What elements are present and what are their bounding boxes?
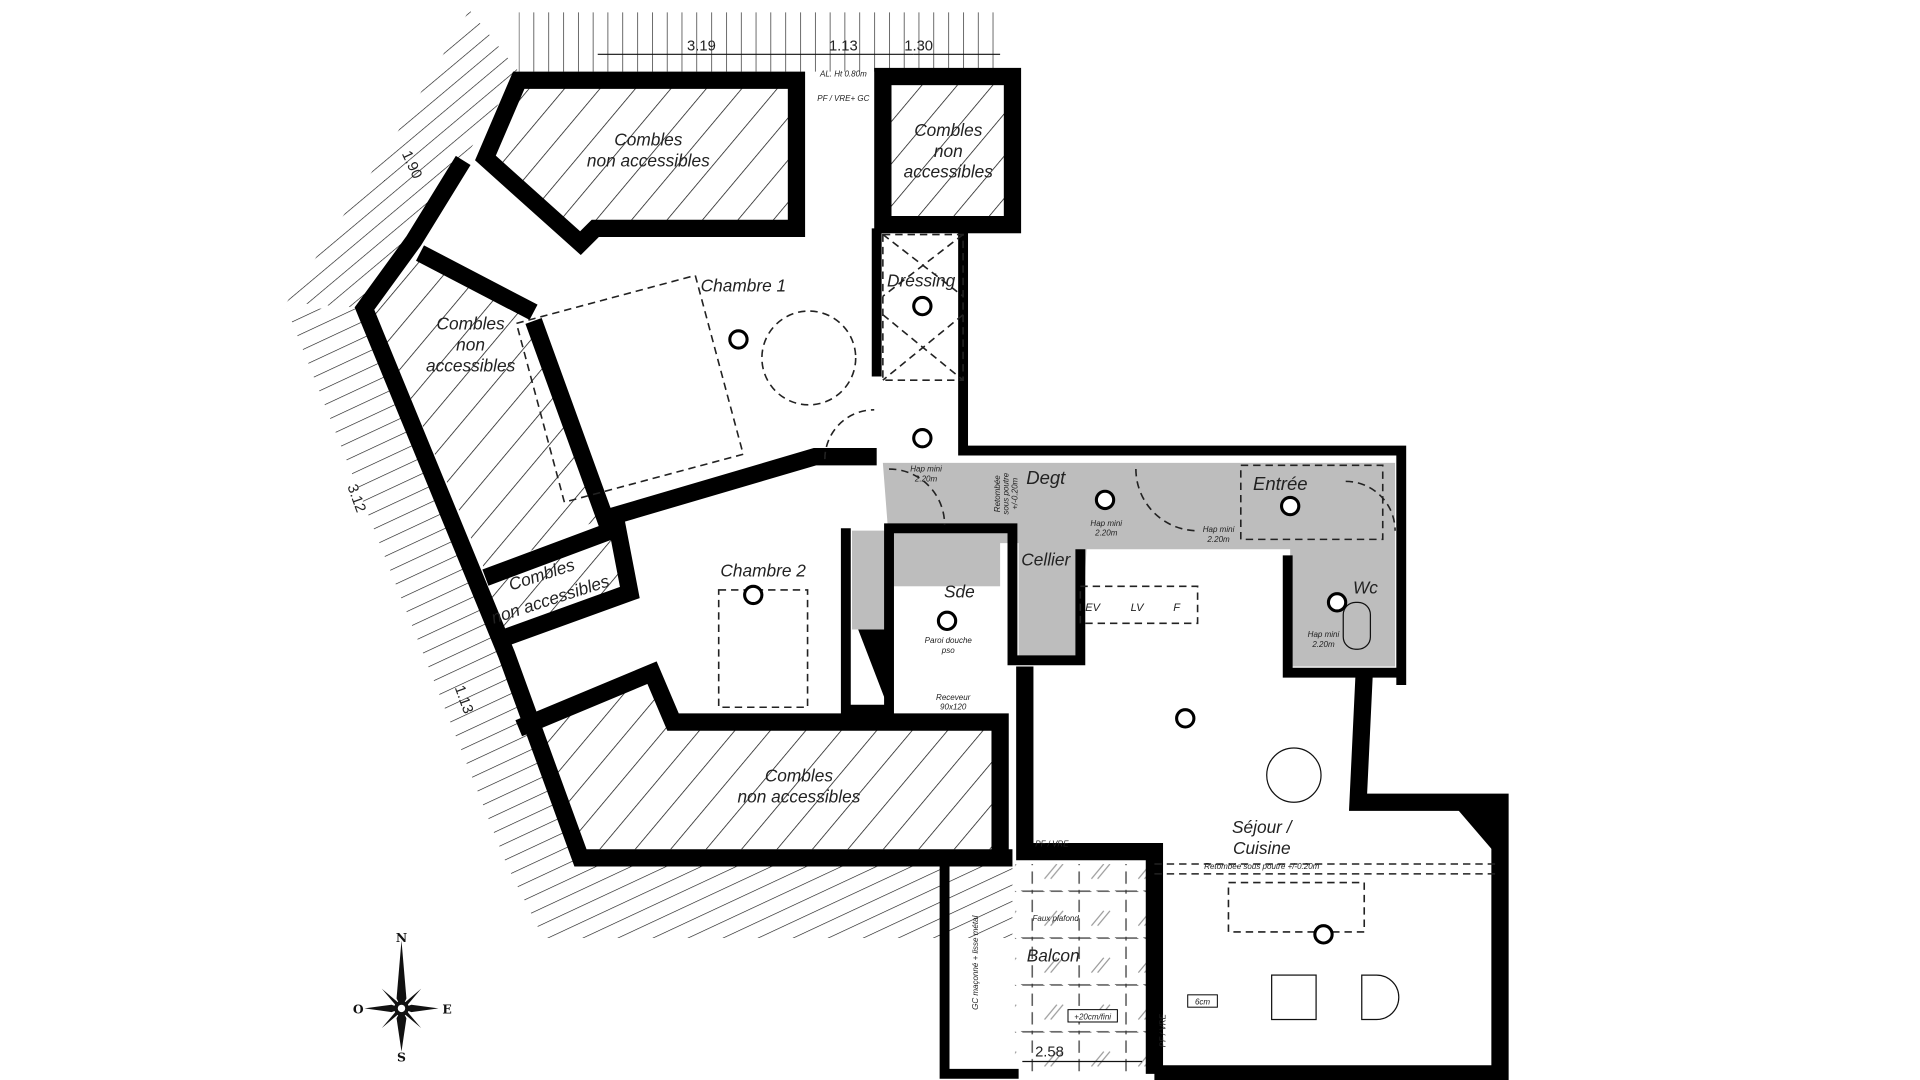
room-label: accessibles — [904, 162, 994, 182]
hap-mini-label: Hap mini — [1308, 630, 1340, 639]
room-label: non accessibles — [737, 786, 860, 806]
room-label-entree: Entrée — [1253, 473, 1308, 494]
retombee-label: +/-0.20m — [1010, 477, 1019, 509]
dimension-label: 1.13 — [829, 39, 858, 55]
faux-plafond-label: Faux plafond — [1032, 914, 1079, 923]
f-label: F — [1173, 602, 1181, 614]
retombee-label: Retombée — [993, 475, 1002, 513]
room-label-balcon: Balcon — [1027, 946, 1080, 966]
room-label-degt: Degt — [1026, 467, 1066, 488]
hap-mini-label: 2.20m — [1206, 535, 1230, 544]
room-label: Combles — [614, 130, 682, 150]
paroi-douche-label: pso — [941, 646, 955, 655]
compass-east: E — [442, 1001, 451, 1016]
annotations: Hap mini 2.20m Hap mini 2.20m Hap mini 2… — [817, 70, 1339, 1048]
pf-vre-gc-label: PF / VRE+ GC — [817, 94, 869, 103]
plus20-label: +20cm/fini — [1074, 1013, 1111, 1022]
paroi-douche-label: Paroi douche — [925, 636, 973, 645]
retombee-label: sous poutre — [1002, 472, 1011, 514]
light-icon — [912, 295, 933, 317]
compass-north: N — [396, 930, 407, 945]
balcony-floor — [1014, 864, 1154, 1072]
room-label: Combles — [765, 765, 833, 785]
gray-areas — [852, 462, 1396, 667]
room-label: Combles — [437, 314, 505, 334]
walls — [354, 67, 1509, 1080]
room-label: non — [934, 141, 963, 161]
hap-mini-label: Hap mini — [910, 464, 942, 473]
combles-areas — [373, 80, 1006, 850]
hap-mini-label: 2.20m — [1094, 529, 1118, 538]
room-label-sde: Sde — [944, 581, 975, 601]
light-icon — [912, 427, 933, 449]
light-icon — [936, 610, 958, 632]
room-label: non — [456, 335, 485, 355]
ev-label: EV — [1085, 602, 1101, 614]
ceiling-lights — [728, 295, 1348, 945]
receveur-label: 90x120 — [940, 703, 967, 712]
dimension-label: 1.30 — [904, 39, 933, 55]
room-label-cuisine: Cuisine — [1233, 838, 1291, 858]
room-label-chambre1: Chambre 1 — [701, 275, 786, 295]
light-icon — [743, 584, 764, 606]
pf-vre-label: PF / VRE — [1035, 840, 1069, 849]
room-label: accessibles — [426, 356, 516, 376]
six-cm-label: 6cm — [1195, 998, 1210, 1007]
furniture — [515, 53, 1500, 1021]
receveur-label: Receveur — [936, 693, 971, 702]
lv-label: LV — [1131, 602, 1146, 614]
room-label-dressing: Dressing — [887, 270, 956, 290]
room-label-cellier: Cellier — [1021, 549, 1071, 569]
pf-vre-label: PF / VRE — [1159, 1013, 1168, 1047]
hap-mini-label: Hap mini — [1203, 525, 1235, 534]
compass-west: O — [353, 1001, 364, 1016]
compass-south: S — [397, 1049, 406, 1064]
hap-mini-label: 2.20m — [914, 474, 938, 483]
allege-label: AL. Ht 0.80m — [819, 70, 867, 79]
light-icon — [1313, 924, 1334, 945]
hap-mini-label: 2.20m — [1311, 640, 1335, 649]
light-icon — [1175, 708, 1196, 729]
room-label: non accessibles — [587, 151, 710, 171]
room-label-chambre2: Chambre 2 — [720, 560, 806, 580]
hap-mini-label: Hap mini — [1090, 519, 1122, 528]
light-icon — [1326, 592, 1348, 613]
dimension-label: 3.19 — [687, 39, 716, 55]
room-label: Combles — [914, 120, 982, 140]
dimension-label: 2.58 — [1035, 1045, 1064, 1061]
compass-rose: N S E O — [353, 930, 452, 1065]
garde-corps-label: GC maçonné + lisse métal — [971, 915, 980, 1009]
light-icon — [1094, 489, 1116, 511]
light-icon — [1279, 495, 1301, 517]
room-label-wc: Wc — [1353, 578, 1378, 598]
compass-icon — [364, 940, 439, 1052]
room-label-sejour: Séjour / — [1232, 817, 1294, 837]
retombee-sejour-label: Retombée sous poutre +/-0.20m — [1204, 862, 1320, 871]
light-icon — [728, 329, 749, 350]
